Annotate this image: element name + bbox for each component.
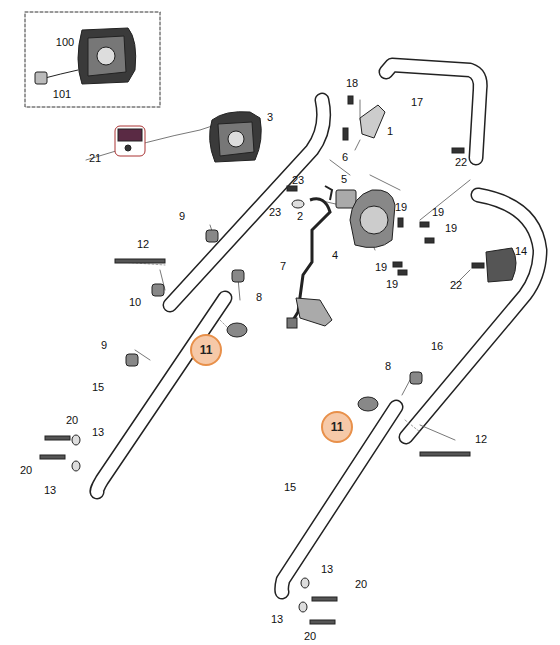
callout-number: 9 — [101, 340, 107, 351]
callout-number: 10 — [129, 297, 141, 308]
callout-number: 11 — [200, 343, 213, 357]
callout-number: 2 — [297, 211, 303, 222]
callout-number: 19 — [386, 279, 398, 290]
callout-number: 17 — [411, 97, 423, 108]
callout-number: 16 — [431, 341, 443, 352]
highlight-callout: 11 — [190, 334, 222, 366]
callout-number: 7 — [280, 261, 286, 272]
callout-number: 22 — [455, 157, 467, 168]
callout-number: 8 — [385, 361, 391, 372]
callout-number: 4 — [332, 250, 338, 261]
callout-number: 100 — [56, 37, 74, 48]
callout-number: 20 — [355, 579, 367, 590]
callout-number: 15 — [92, 382, 104, 393]
callout-number: 14 — [515, 246, 527, 257]
callout-number: 13 — [92, 427, 104, 438]
callout-number: 12 — [475, 434, 487, 445]
callout-number: 8 — [256, 292, 262, 303]
callout-number: 13 — [44, 485, 56, 496]
callout-number: 20 — [304, 631, 316, 642]
callout-number: 12 — [137, 239, 149, 250]
callout-number: 23 — [292, 175, 304, 186]
callout-number: 19 — [432, 207, 444, 218]
callout-number: 5 — [341, 174, 347, 185]
callout-number: 15 — [284, 482, 296, 493]
callout-number: 20 — [20, 465, 32, 476]
callout-number: 19 — [395, 202, 407, 213]
callout-number: 9 — [179, 211, 185, 222]
callout-number: 13 — [271, 614, 283, 625]
callout-number: 101 — [53, 89, 71, 100]
callout-number: 23 — [269, 207, 281, 218]
callout-number: 18 — [346, 78, 358, 89]
callout-number: 1 — [387, 126, 393, 137]
callout-number: 20 — [66, 415, 78, 426]
callout-number: 19 — [445, 223, 457, 234]
callout-number: 22 — [450, 280, 462, 291]
callout-number: 13 — [321, 564, 333, 575]
callout-number: 11 — [331, 420, 344, 434]
callout-number: 19 — [375, 262, 387, 273]
callout-number: 21 — [89, 153, 101, 164]
callout-number: 6 — [342, 152, 348, 163]
highlight-callout: 11 — [321, 411, 353, 443]
callout-number: 3 — [267, 112, 273, 123]
